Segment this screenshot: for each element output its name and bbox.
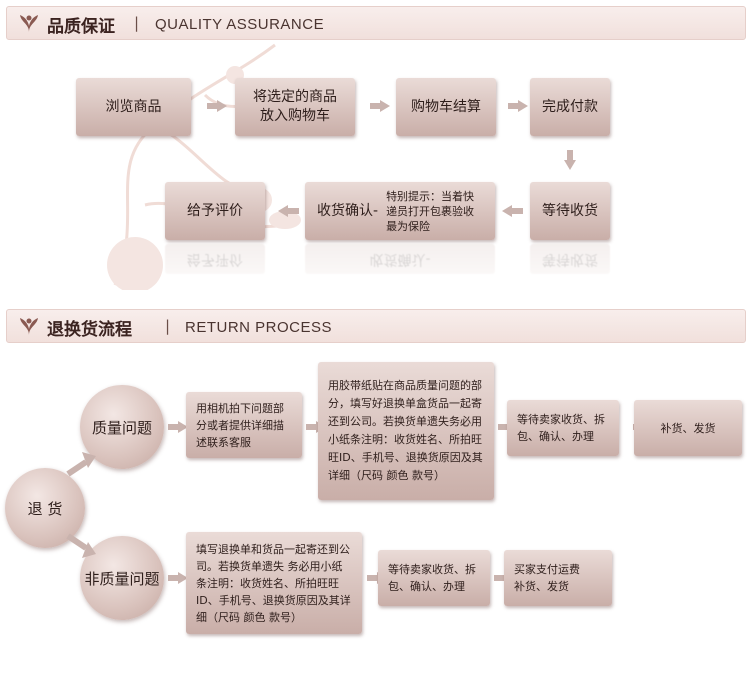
- arrow-down-icon: [564, 150, 576, 170]
- reflection: 收货确认-: [305, 244, 495, 274]
- non-quality-issue-circle: 非质量问题: [80, 536, 164, 620]
- quality-title-separator: |: [134, 14, 140, 32]
- return-header: 退换货流程 | RETURN PROCESS: [6, 309, 746, 343]
- quality-issue-circle: 质量问题: [80, 385, 164, 469]
- q-step-photo: 用相机拍下问题部分或者提供详细描述联系客服: [186, 392, 302, 458]
- arrow-left-icon: [278, 205, 299, 217]
- step-add-cart: 将选定的商品 放入购物车: [235, 78, 355, 136]
- n-step-seller-process: 等待卖家收货、拆包、确认、办理: [378, 550, 490, 606]
- n-step-reship: 买家支付运费 补货、发货: [504, 550, 612, 606]
- arrow-right-icon: [168, 421, 188, 433]
- flower-icon: [20, 318, 38, 335]
- floral-decoration: [107, 43, 301, 290]
- return-title-en: RETURN PROCESS: [185, 319, 333, 336]
- branch-arrows: [66, 452, 96, 558]
- arrow-right-icon: [370, 100, 390, 112]
- step-confirm-receipt: 收货确认- 特别提示：当着快递员打开包裹验收最为保险: [305, 182, 495, 240]
- step-await-delivery: 等待收货: [530, 182, 610, 240]
- arrow-left-icon: [502, 205, 523, 217]
- arrow-right-icon: [168, 572, 188, 584]
- arrow-right-icon: [508, 100, 528, 112]
- flower-icon: [20, 15, 38, 32]
- reflection: 等待收货: [530, 244, 610, 274]
- q-step-reship: 补货、发货: [634, 400, 742, 456]
- step-browse: 浏览商品: [76, 78, 191, 136]
- quality-title-en: QUALITY ASSURANCE: [155, 16, 325, 33]
- return-title-separator: |: [165, 317, 171, 335]
- step-payment: 完成付款: [530, 78, 610, 136]
- quality-header: 品质保证 | QUALITY ASSURANCE: [6, 6, 746, 40]
- q-step-seller-process: 等待卖家收货、拆包、确认、办理: [507, 400, 619, 456]
- arrow-right-icon: [207, 100, 227, 112]
- quality-title-cn: 品质保证: [47, 17, 115, 37]
- return-title-cn: 退换货流程: [47, 320, 132, 340]
- step-review: 给予评价: [165, 182, 265, 240]
- n-step-mail-back: 填写退换单和货品一起寄还到公司。若换货单遗失 务必用小纸条注明：收货姓名、所拍旺…: [186, 532, 362, 634]
- delivery-tip: 特别提示：当着快递员打开包裹验收最为保险: [386, 189, 475, 233]
- return-root-circle: 退 货: [5, 468, 85, 548]
- step-checkout: 购物车结算: [396, 78, 496, 136]
- q-step-mail-back: 用胶带纸贴在商品质量问题的部分，填写好退换单盒货品一起寄还到公司。若换货单遗失务…: [318, 362, 494, 500]
